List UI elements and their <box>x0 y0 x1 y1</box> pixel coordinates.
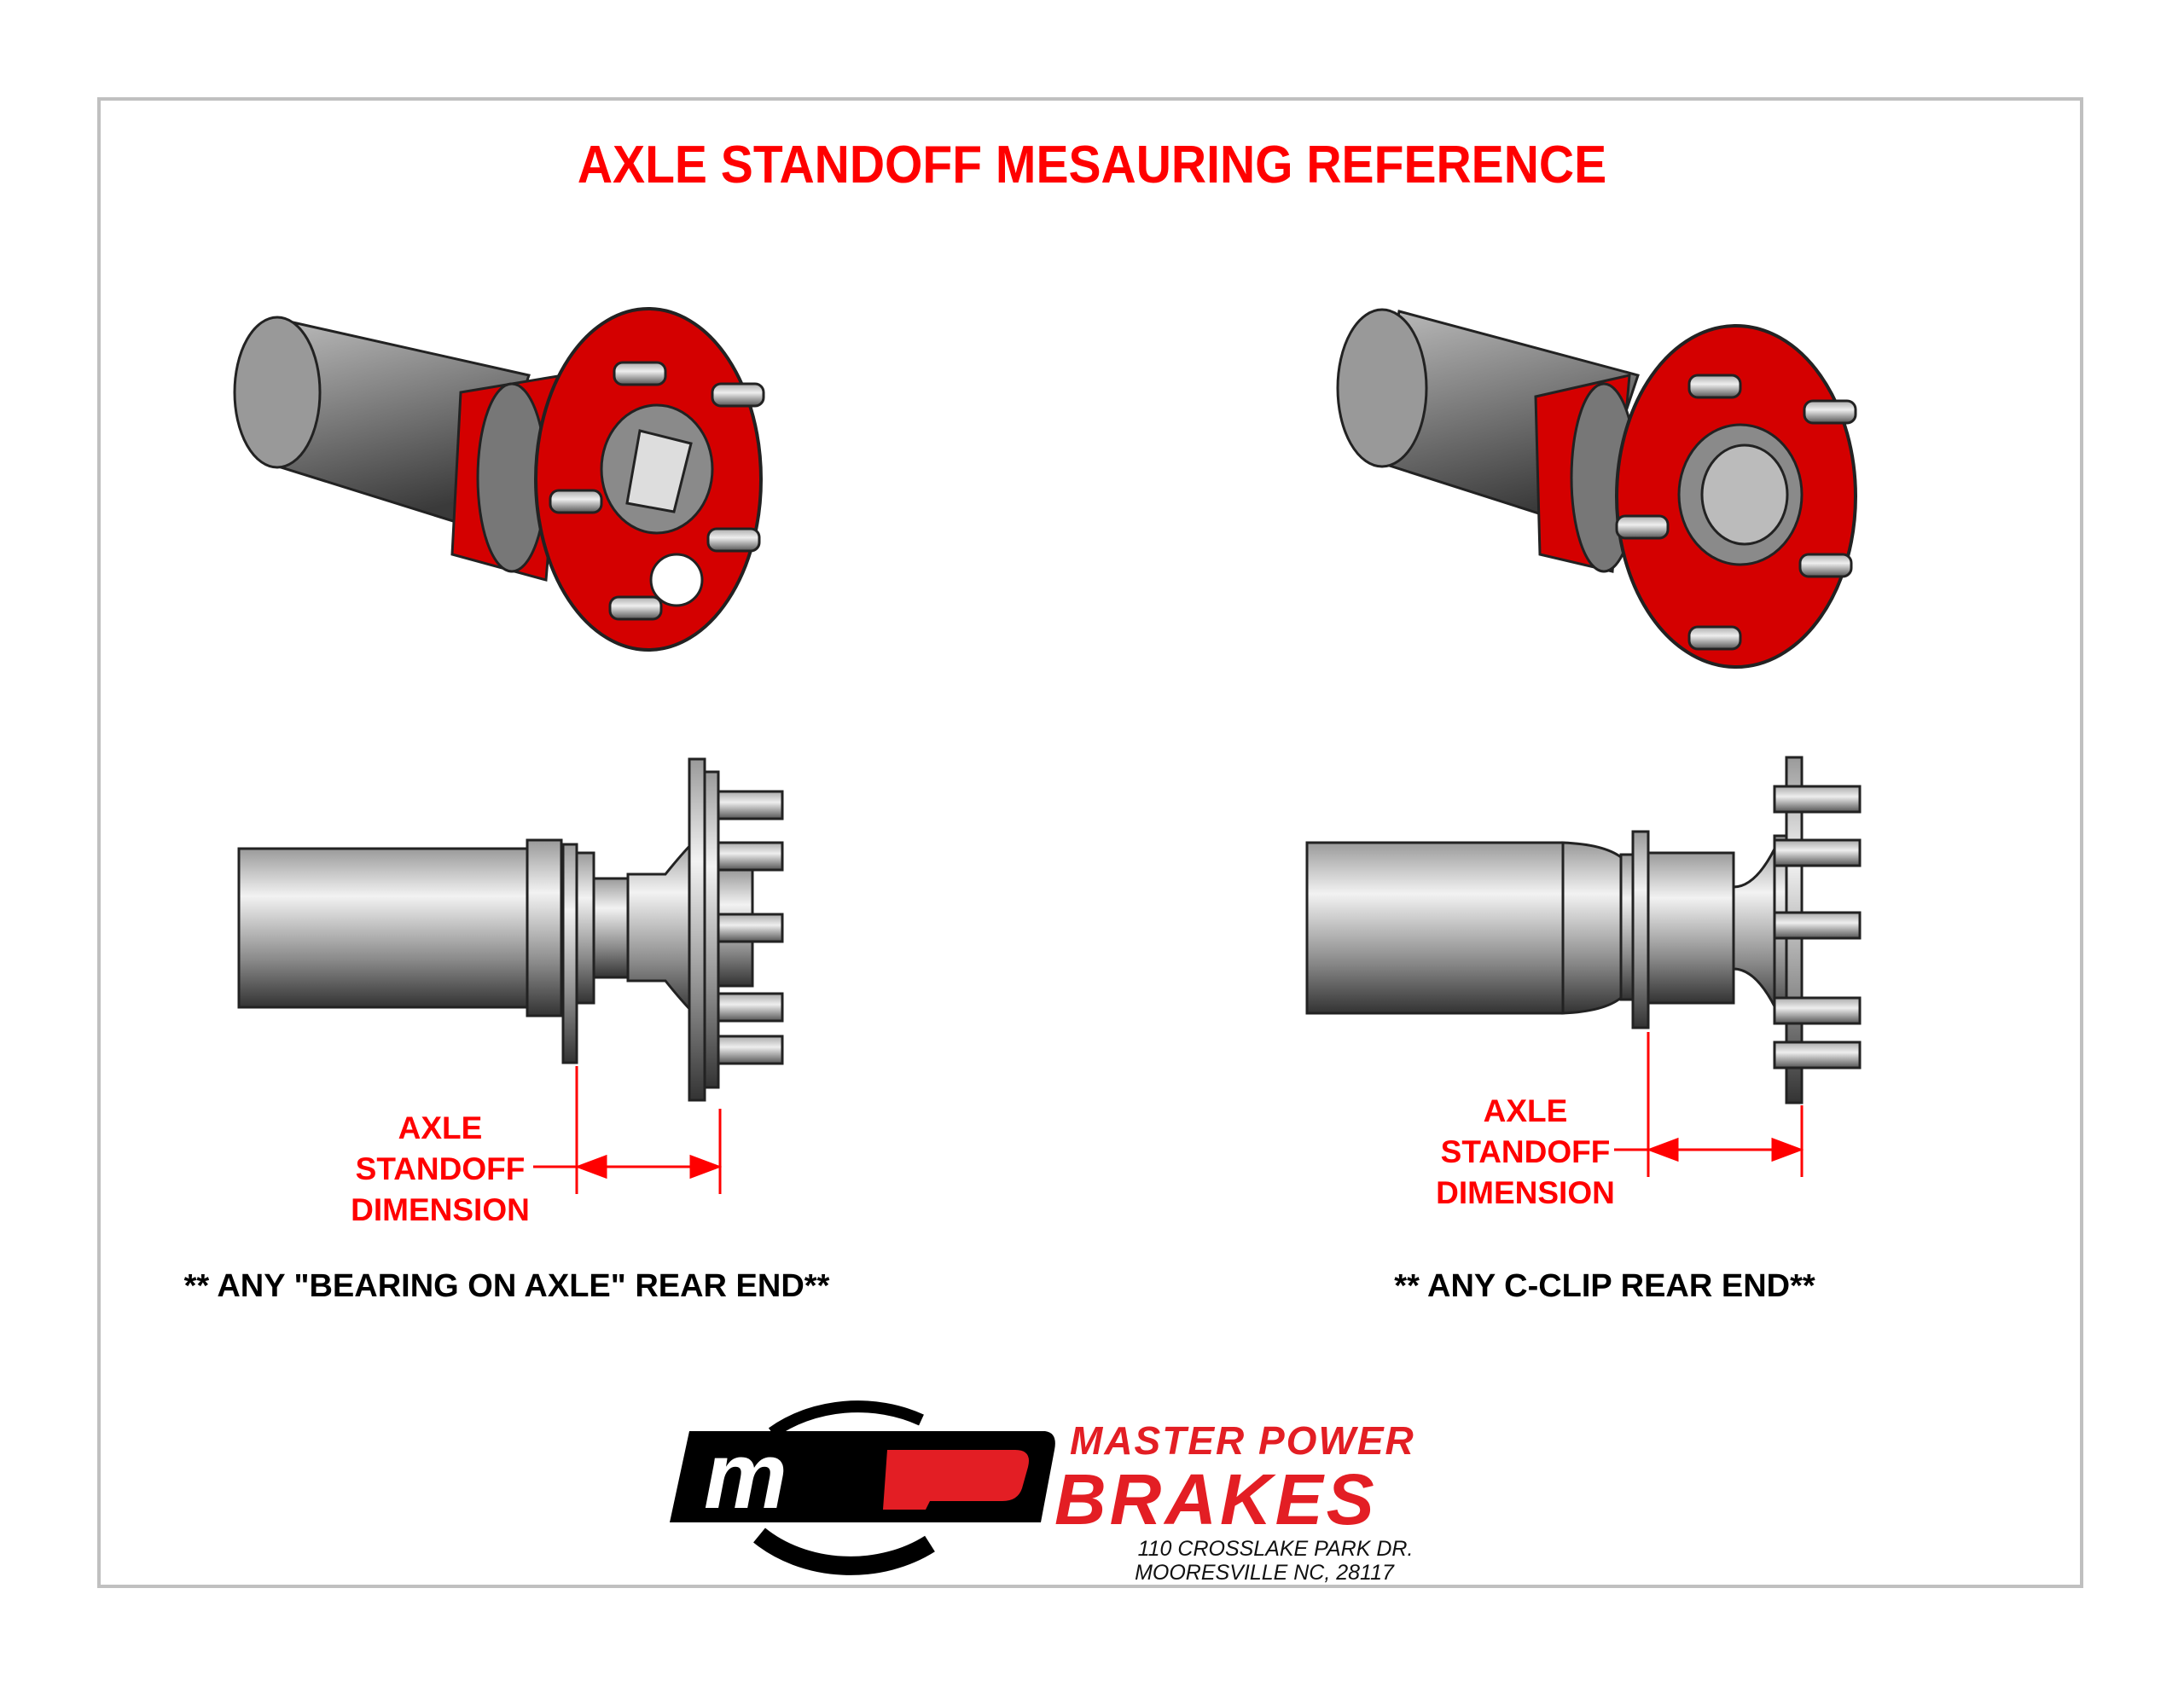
page-frame <box>97 97 2083 1588</box>
label-line: STANDOFF <box>355 1151 526 1186</box>
right-dimension-arrow <box>1614 1032 1804 1177</box>
bearing-axle-iso-drawing <box>233 307 765 652</box>
address-line-2: MOORESVILLE NC, 28117 <box>1135 1561 1394 1585</box>
label-line: AXLE <box>398 1110 483 1145</box>
c-clip-axle-iso-drawing <box>1336 308 1857 669</box>
label-line: STANDOFF <box>1440 1134 1611 1169</box>
bearing-axle-side-drawing <box>237 757 784 1102</box>
left-dimension-arrow <box>533 1066 723 1194</box>
logo-monogram-m: m <box>704 1423 787 1528</box>
brand-line-1: MASTER POWER <box>1070 1418 1415 1463</box>
left-dimension-label: AXLE STANDOFF DIMENSION <box>312 1108 568 1231</box>
label-line: DIMENSION <box>1436 1175 1615 1210</box>
right-caption: ** ANY C-CLIP REAR END** <box>1394 1268 1815 1304</box>
right-dimension-label: AXLE STANDOFF DIMENSION <box>1397 1091 1653 1214</box>
label-line: AXLE <box>1483 1093 1568 1128</box>
brand-line-2: BRAKES <box>1054 1459 1378 1539</box>
label-line: DIMENSION <box>351 1192 530 1227</box>
page-title: AXLE STANDOFF MESAURING REFERENCE <box>577 136 1607 194</box>
address-line-1: 110 CROSSLAKE PARK DR. <box>1137 1537 1414 1561</box>
left-caption: ** ANY "BEARING ON AXLE" REAR END** <box>183 1268 830 1304</box>
mp-logo-mark: m <box>670 1400 1055 1575</box>
c-clip-axle-side-drawing <box>1305 756 1862 1104</box>
